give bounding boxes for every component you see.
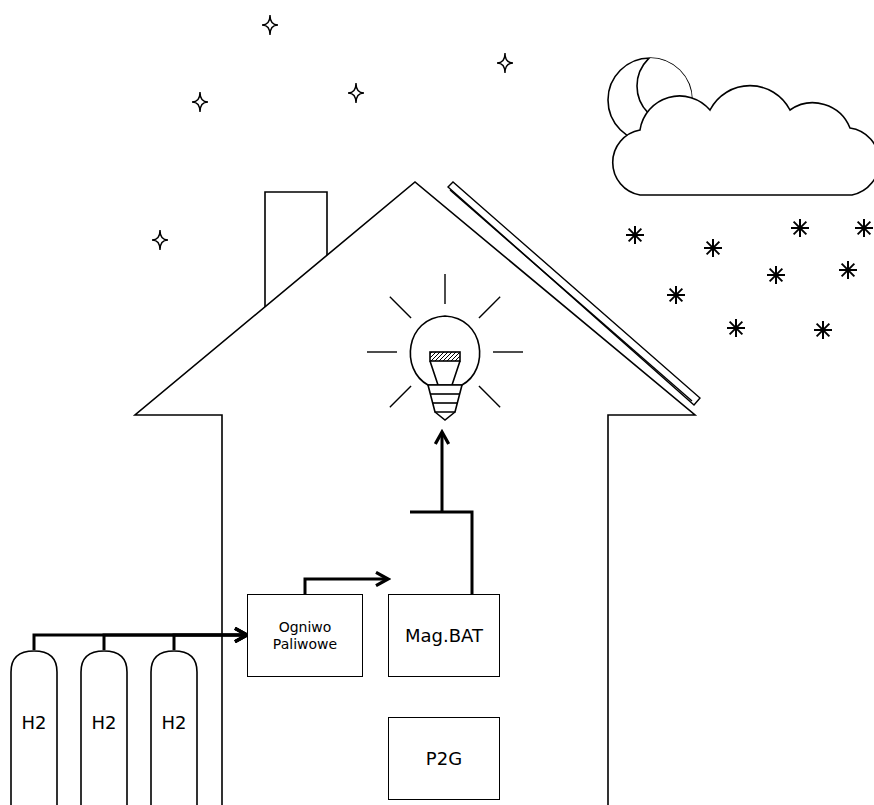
hydrogen-tank: H2: [150, 650, 198, 805]
node-label: H2: [22, 712, 47, 734]
battery-box: Mag.BAT: [388, 594, 500, 677]
node-label: Ogniwo Paliwowe: [251, 619, 359, 653]
node-label: H2: [92, 712, 117, 734]
house-outline: [135, 182, 695, 805]
flow-connector: [305, 579, 388, 594]
node-label: Mag.BAT: [405, 625, 483, 647]
stars: [152, 15, 513, 250]
p2g-box: P2G: [388, 717, 500, 800]
node-label: P2G: [426, 748, 462, 770]
cloud: [613, 86, 874, 195]
light-bulb: [367, 274, 523, 420]
snowflakes: [626, 219, 873, 339]
flow-connector: [104, 635, 247, 650]
hydrogen-tank: H2: [80, 650, 128, 805]
solar-panel: [448, 182, 700, 405]
flow-connector: [34, 635, 247, 650]
bulb-wiring: [410, 432, 472, 594]
node-label: H2: [162, 712, 187, 734]
flow-connector: [174, 635, 247, 650]
fuel-cell-box: Ogniwo Paliwowe: [247, 594, 363, 677]
hydrogen-tank: H2: [10, 650, 58, 805]
